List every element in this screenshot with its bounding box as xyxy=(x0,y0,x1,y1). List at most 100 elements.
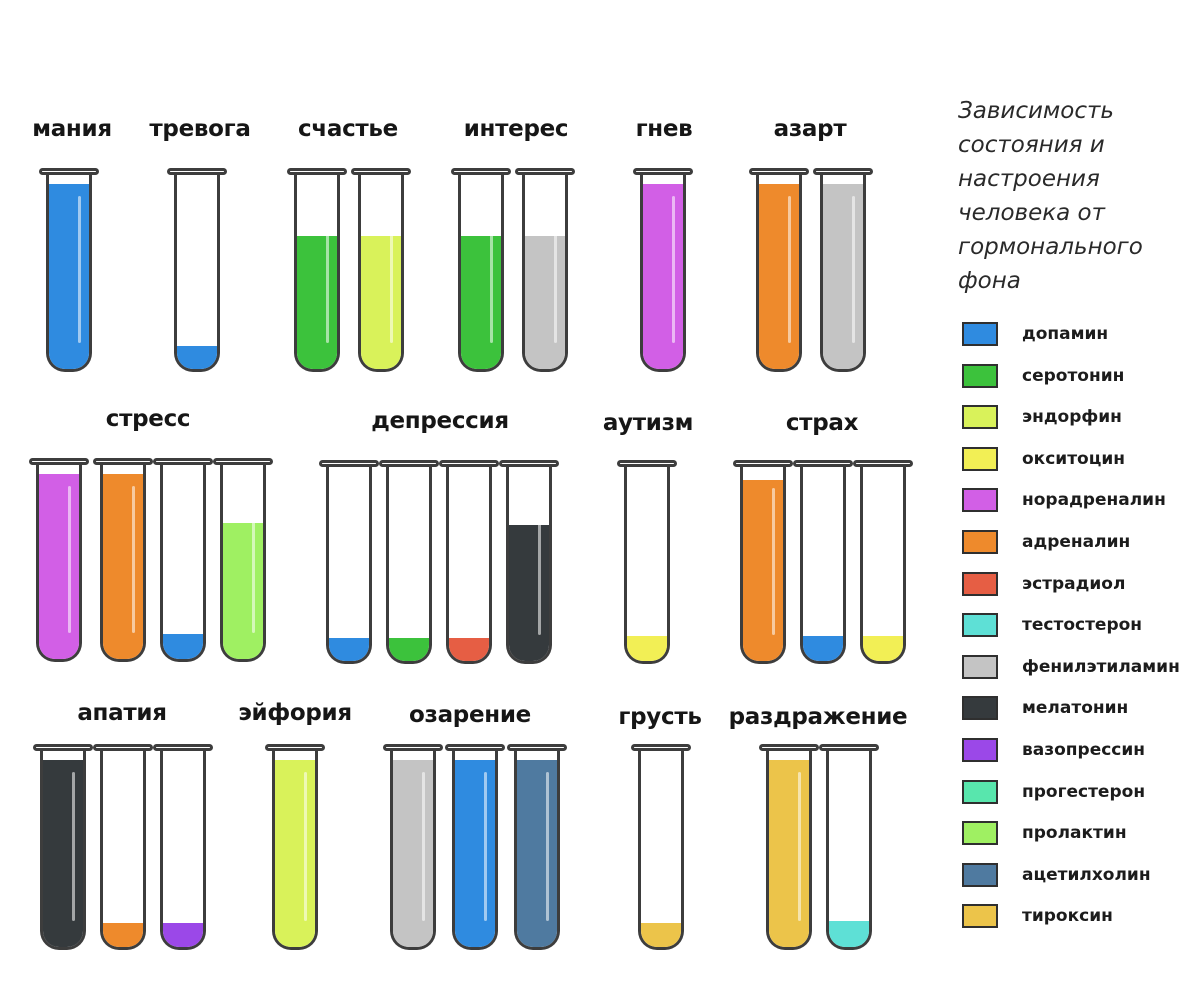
tube-glass xyxy=(458,174,504,372)
test-tube-dopamine xyxy=(167,168,227,372)
tube-fill-noradrenaline xyxy=(39,473,79,659)
tube-shine xyxy=(422,772,425,921)
test-tube-vasopressin xyxy=(153,744,213,950)
legend-label: серотонин xyxy=(1022,365,1125,386)
tube-glass xyxy=(272,750,318,950)
legend-swatch xyxy=(962,446,998,471)
state-label: азарт xyxy=(773,116,847,142)
tube-glass xyxy=(452,750,498,950)
tube-fill-serotonin xyxy=(297,236,337,369)
legend-swatch xyxy=(962,530,998,554)
tube-fill-adrenaline xyxy=(103,923,143,947)
tube-fill-dopamine xyxy=(177,345,217,369)
tube-fill-prolactin xyxy=(223,522,263,659)
tube-shine xyxy=(772,488,775,635)
legend-swatch xyxy=(962,405,998,430)
test-tube-serotonin xyxy=(287,168,347,372)
tube-rim xyxy=(451,168,511,175)
tube-glass xyxy=(766,750,812,950)
tube-glass xyxy=(800,466,846,664)
state-label: гнев xyxy=(635,116,693,142)
legend-swatch xyxy=(962,904,998,929)
tube-fill-oxytocin xyxy=(627,635,667,661)
tube-shine xyxy=(538,488,541,635)
tube-fill-serotonin xyxy=(461,236,501,369)
tube-glass xyxy=(624,466,670,664)
state-label: аутизм xyxy=(602,410,694,436)
tube-rim xyxy=(153,458,213,465)
legend-swatch xyxy=(962,488,998,513)
tube-glass xyxy=(640,174,686,372)
tube-shine xyxy=(68,486,71,633)
tube-fill-phenylethylamine xyxy=(525,236,565,369)
tube-glass xyxy=(506,466,552,664)
tube-glass xyxy=(160,464,206,662)
tube-rim xyxy=(853,460,913,467)
state-label: стресс xyxy=(105,406,191,432)
legend-swatch xyxy=(962,696,998,721)
tube-rim xyxy=(379,460,439,467)
tube-rim xyxy=(93,744,153,751)
state-label: страх xyxy=(785,410,859,436)
tube-fill-vasopressin xyxy=(163,923,203,947)
legend-label: окситоцин xyxy=(1022,448,1125,469)
tube-rim xyxy=(319,460,379,467)
test-tube-adrenaline xyxy=(733,460,793,664)
tube-rim xyxy=(633,168,693,175)
tube-glass xyxy=(40,750,86,950)
test-tube-testosterone xyxy=(819,744,879,950)
tube-glass xyxy=(386,466,432,664)
state-label: апатия xyxy=(77,700,167,726)
tube-rim xyxy=(153,744,213,751)
state-label: счастье xyxy=(298,116,398,142)
tube-shine xyxy=(304,772,307,921)
tube-fill-melatonin xyxy=(509,524,549,661)
test-tube-thyroxine xyxy=(759,744,819,950)
tube-fill-testosterone xyxy=(829,921,869,947)
test-tube-endorphin xyxy=(351,168,411,372)
test-tube-dopamine xyxy=(445,744,505,950)
tube-fill-dopamine xyxy=(49,183,89,369)
test-tube-oxytocin xyxy=(617,460,677,664)
tube-shine xyxy=(132,486,135,633)
tube-rim xyxy=(383,744,443,751)
test-tube-adrenaline xyxy=(749,168,809,372)
legend-title-line: фона xyxy=(958,268,1021,294)
tube-rim xyxy=(759,744,819,751)
tube-shine xyxy=(852,196,855,343)
tube-rim xyxy=(515,168,575,175)
legend-swatch xyxy=(962,613,998,638)
tube-rim xyxy=(93,458,153,465)
tube-shine xyxy=(252,486,255,633)
tube-glass xyxy=(326,466,372,664)
tube-shine xyxy=(672,196,675,343)
test-tube-oxytocin xyxy=(853,460,913,664)
tube-rim xyxy=(733,460,793,467)
tube-glass xyxy=(390,750,436,950)
tube-rim xyxy=(39,168,99,175)
tube-fill-thyroxine xyxy=(769,759,809,947)
tube-glass xyxy=(820,174,866,372)
legend-title-line: человека от xyxy=(958,200,1105,226)
test-tube-dopamine xyxy=(319,460,379,664)
tube-glass xyxy=(756,174,802,372)
tube-glass xyxy=(46,174,92,372)
test-tube-phenylethylamine xyxy=(813,168,873,372)
tube-glass xyxy=(174,174,220,372)
state-label: депрессия xyxy=(371,408,509,434)
legend-label: прогестерон xyxy=(1022,781,1146,802)
tube-shine xyxy=(326,196,329,343)
legend-label: адреналин xyxy=(1022,532,1131,552)
tube-rim xyxy=(617,460,677,467)
legend-label: фенилэтиламин xyxy=(1022,656,1180,677)
tube-rim xyxy=(29,458,89,465)
test-tube-phenylethylamine xyxy=(383,744,443,950)
tube-glass xyxy=(220,464,266,662)
tube-rim xyxy=(351,168,411,175)
tube-rim xyxy=(813,168,873,175)
tube-shine xyxy=(490,196,493,343)
tube-glass xyxy=(860,466,906,664)
tube-fill-dopamine xyxy=(163,633,203,659)
tube-shine xyxy=(390,196,393,343)
